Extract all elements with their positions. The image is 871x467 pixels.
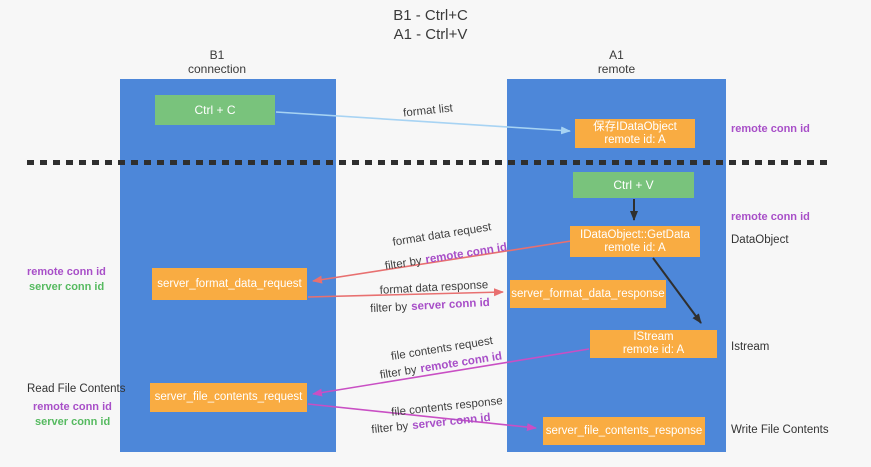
read-file-contents-label: Read File Contents: [27, 383, 126, 395]
arrow-file-contents-request: [312, 348, 590, 397]
diagram-title: B1 - Ctrl+C A1 - Ctrl+V: [0, 6, 861, 44]
server-format-data-response-box: server_format_data_response: [510, 280, 666, 308]
lane-header-a1: A1 remote: [507, 48, 726, 76]
lane-b1-role: connection: [187, 62, 247, 76]
lane-header-b1: B1 connection: [109, 48, 325, 76]
idataobject-getdata-box: IDataObject::GetData remote id: A: [570, 226, 700, 257]
lane-a1-role: remote: [597, 62, 636, 76]
separator-dashed-line: [27, 160, 833, 165]
server-file-contents-request-label: server_file_contents_request: [154, 391, 303, 403]
left-remote-conn-id-1: remote conn id: [27, 266, 106, 278]
istream-box: IStream remote id: A: [590, 330, 717, 358]
title-line-2: A1 - Ctrl+V: [393, 26, 468, 43]
lane-b1-name: B1: [209, 48, 225, 62]
server-file-contents-request-box: server_file_contents_request: [150, 383, 307, 412]
title-line-1: B1 - Ctrl+C: [393, 7, 468, 24]
left-server-conn-id-2: server conn id: [35, 416, 111, 428]
save-idataobject-line2: remote id: A: [604, 133, 666, 146]
ctrl-c-box: Ctrl + C: [155, 95, 275, 125]
server-format-data-response-label: server_format_data_response: [511, 287, 665, 300]
left-server-conn-id-1: server conn id: [29, 281, 105, 293]
arrow-file-contents-response: [307, 403, 537, 432]
istream-line2: remote id: A: [622, 344, 685, 356]
filter-prefix: filter by: [369, 301, 408, 316]
save-idataobject-box: 保存IDataObject remote id: A: [575, 119, 695, 148]
arrow-format-list: [275, 111, 571, 135]
getdata-line1: IDataObject::GetData: [580, 228, 690, 241]
getdata-line2: remote id: A: [604, 241, 666, 254]
server-file-contents-response-box: server_file_contents_response: [543, 417, 705, 445]
write-file-contents-label: Write File Contents: [731, 424, 829, 436]
server-format-data-request-box: server_format_data_request: [152, 268, 307, 300]
arrow-getdata-to-istream: [652, 257, 702, 324]
left-remote-conn-id-2: remote conn id: [33, 401, 112, 413]
ctrl-v-box: Ctrl + V: [573, 172, 694, 198]
server-file-contents-response-label: server_file_contents_response: [545, 424, 703, 437]
istream-side-label: Istream: [731, 341, 770, 353]
arrow-format-data-response: [307, 288, 504, 298]
istream-line1: IStream: [633, 331, 674, 343]
ctrl-v-label: Ctrl + V: [613, 178, 654, 192]
server-format-data-request-label: server_format_data_request: [157, 277, 302, 290]
lane-a1-name: A1: [609, 48, 624, 62]
arrow-format-data-request: [312, 240, 572, 284]
right-remote-conn-id-mid: remote conn id: [731, 211, 810, 223]
dataobject-label: DataObject: [731, 234, 789, 246]
right-remote-conn-id-top: remote conn id: [731, 123, 810, 135]
save-idataobject-line1: 保存IDataObject: [593, 120, 677, 133]
ctrl-c-label: Ctrl + C: [194, 103, 236, 117]
